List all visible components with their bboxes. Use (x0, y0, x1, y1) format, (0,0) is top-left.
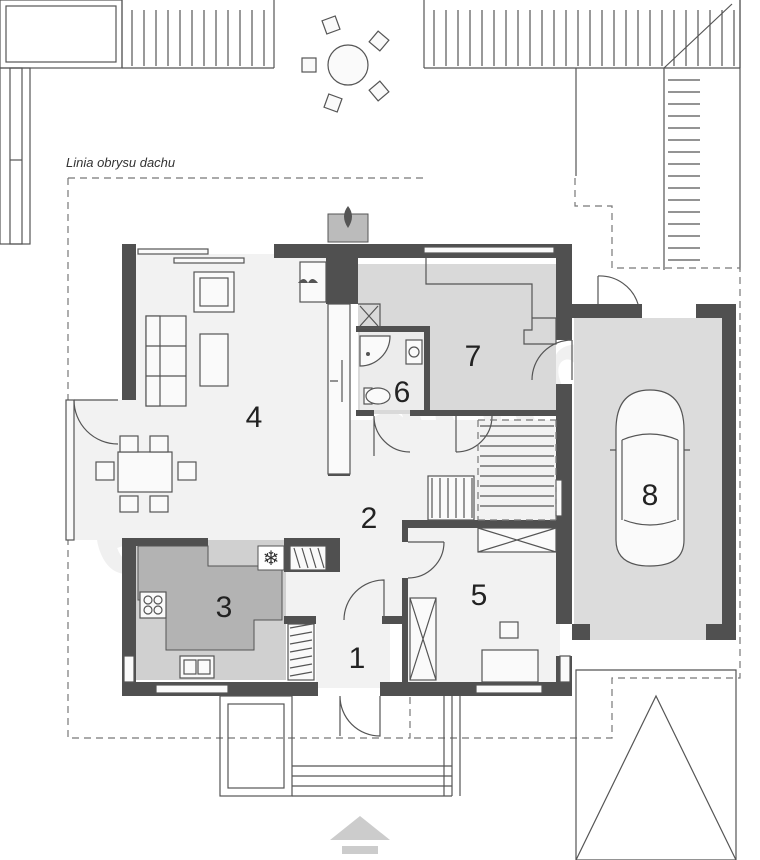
room-number-2: 2 (361, 502, 378, 535)
railing-line (289, 623, 313, 629)
railing-line (289, 663, 313, 669)
entrance (219, 669, 737, 860)
svg-text:❄: ❄ (263, 546, 280, 570)
chimney (327, 206, 369, 243)
patio-table-set (301, 15, 390, 113)
room-number-1: 1 (349, 642, 366, 675)
room-number-5: 5 (471, 579, 488, 612)
car-icon (610, 389, 690, 567)
living-room-furniture (145, 261, 351, 475)
doors (73, 275, 639, 737)
dining-set (95, 435, 197, 513)
utility-fixtures (358, 258, 557, 345)
railing-line (289, 655, 313, 661)
railing-line (289, 639, 313, 645)
staircase (427, 419, 557, 521)
entrance-arrow-icon (330, 816, 390, 854)
terrace-top (0, 0, 741, 270)
room-number-6: 6 (394, 376, 411, 409)
room-number-4: 4 (246, 401, 263, 434)
railing-line (289, 647, 313, 653)
room-number-3: 3 (216, 591, 233, 624)
room-numbers: 1 2 3 4 5 6 7 8 (216, 340, 659, 675)
room-number-8: 8 (642, 479, 659, 512)
roof-outline-label: Linia obrysu dachu (66, 155, 175, 170)
railing-line (289, 671, 313, 677)
railing-line (289, 631, 313, 637)
bathroom-fixtures (359, 335, 423, 405)
kitchen-furniture: ❄ (137, 545, 327, 681)
office-furniture (409, 527, 557, 683)
windows (65, 246, 571, 694)
room-number-7: 7 (465, 340, 482, 373)
